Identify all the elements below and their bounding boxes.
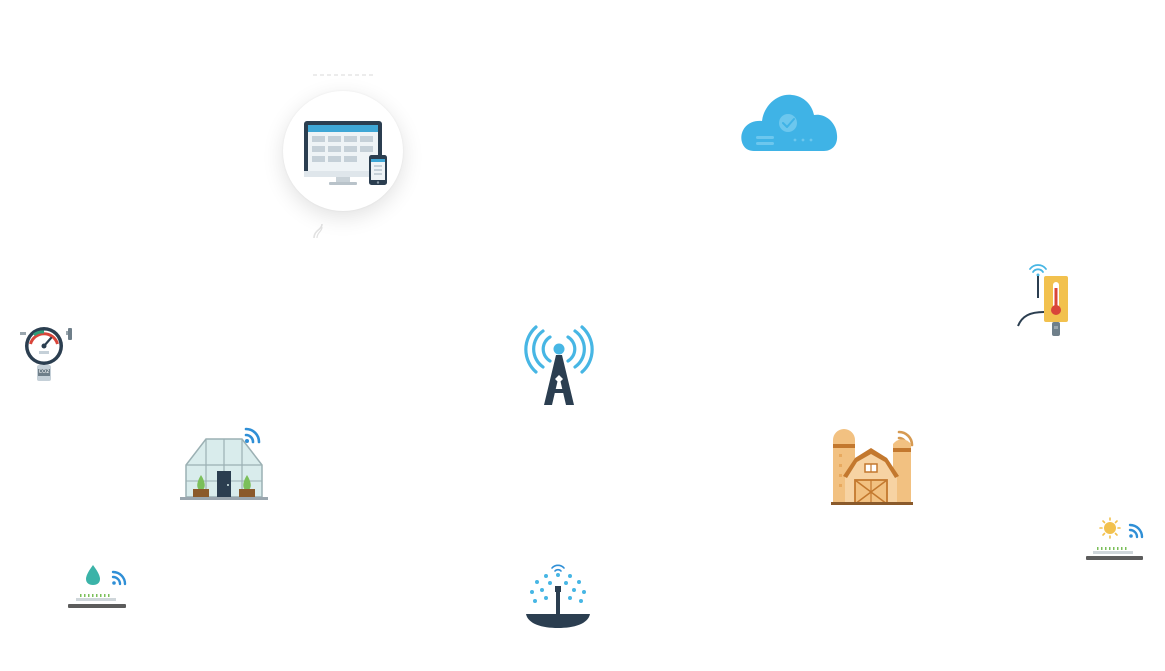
faint-bottom-mark bbox=[310, 222, 326, 240]
greenhouse-node[interactable] bbox=[180, 427, 270, 500]
dashboard-node[interactable] bbox=[283, 91, 403, 211]
soil-moisture-node[interactable] bbox=[68, 563, 130, 610]
monitor-phone-dashboard-icon bbox=[304, 121, 387, 185]
weather-station-node[interactable] bbox=[1085, 517, 1147, 563]
wifi-icon bbox=[1128, 523, 1144, 539]
barn-silo-wifi-icon bbox=[831, 429, 914, 505]
wifi-icon bbox=[111, 570, 127, 586]
water-drop-wifi-icon bbox=[68, 565, 127, 608]
cloud-check-icon bbox=[741, 94, 838, 151]
thermometer-sensor-node[interactable] bbox=[1016, 264, 1072, 338]
co2-gauge-icon bbox=[20, 327, 72, 381]
wifi-icon bbox=[244, 427, 261, 444]
wireless-thermometer-icon bbox=[1017, 264, 1068, 336]
cloud-node[interactable] bbox=[740, 93, 838, 151]
gateway-node[interactable] bbox=[524, 325, 594, 405]
co2-label: CO2 bbox=[38, 369, 50, 375]
barn-node[interactable] bbox=[831, 428, 917, 505]
co2-meter-node[interactable]: CO2 bbox=[20, 325, 75, 383]
sprinkler-node[interactable] bbox=[526, 562, 590, 630]
faint-top-mark bbox=[313, 62, 373, 76]
radio-tower-icon bbox=[524, 325, 594, 405]
sun-wifi-icon bbox=[1086, 517, 1144, 560]
greenhouse-wifi-icon bbox=[180, 427, 268, 500]
sprinkler-icon bbox=[526, 564, 590, 628]
